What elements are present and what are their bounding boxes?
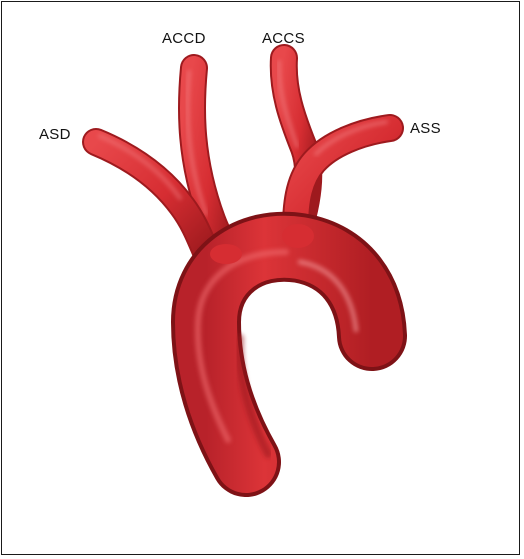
label-asd: ASD [39,126,71,143]
aortic-arch [198,247,372,462]
label-ass: ASS [410,120,441,137]
label-accd: ACCD [162,30,206,47]
label-accs: ACCS [262,30,305,47]
